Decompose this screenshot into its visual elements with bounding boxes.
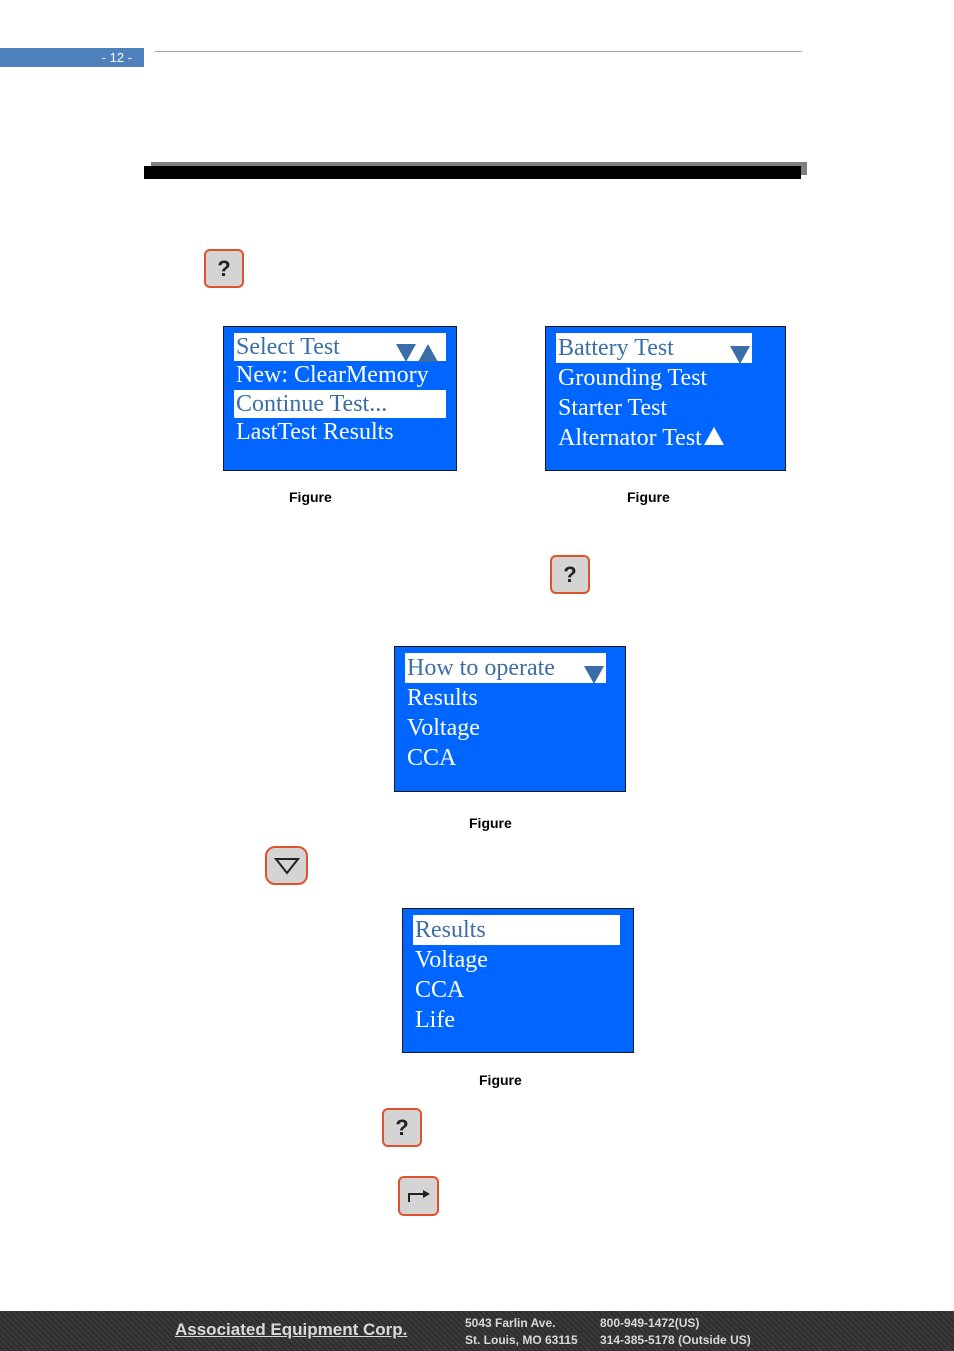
page-number: - 12 - bbox=[0, 48, 144, 67]
address-line: St. Louis, MO 63115 bbox=[465, 1333, 578, 1347]
lcd-row-text: Battery Test bbox=[558, 335, 674, 361]
lcd-row-text: Select Test bbox=[236, 334, 340, 360]
lcd-row: Life bbox=[415, 1007, 455, 1033]
phone-line: 800-949-1472(US) bbox=[600, 1316, 700, 1330]
lcd-test-menu: Battery Test Grounding Test Starter Test… bbox=[545, 326, 786, 471]
help-key-label: ? bbox=[395, 1114, 409, 1140]
scroll-down-icon bbox=[584, 659, 604, 689]
scroll-down-icon bbox=[730, 339, 750, 369]
lcd-row: Voltage bbox=[407, 715, 480, 741]
lcd-select-test: Select Test New: ClearMemory Continue Te… bbox=[223, 326, 457, 471]
lcd-row: CCA bbox=[407, 745, 457, 771]
lcd-help-menu-scrolled: Results Voltage CCA Life bbox=[402, 908, 634, 1053]
figure-caption: Figure bbox=[627, 489, 670, 505]
lcd-row: CCA bbox=[415, 977, 465, 1003]
lcd-help-menu: How to operate Results Voltage CCA bbox=[394, 646, 626, 792]
lcd-row-selected: Results bbox=[413, 915, 620, 945]
lcd-row-selected: How to operate bbox=[405, 653, 606, 685]
enter-key[interactable] bbox=[398, 1176, 439, 1216]
title-bar bbox=[144, 166, 801, 179]
company-name: Associated Equipment Corp. bbox=[175, 1320, 408, 1339]
lcd-row: Grounding Test bbox=[558, 365, 708, 391]
figure-caption: Figure bbox=[289, 489, 332, 505]
lcd-row-selected: Battery Test bbox=[556, 333, 752, 365]
address-line: 5043 Farlin Ave. bbox=[465, 1316, 556, 1330]
help-key[interactable]: ? bbox=[382, 1108, 422, 1147]
help-key-label: ? bbox=[217, 255, 231, 281]
help-key[interactable]: ? bbox=[550, 555, 590, 594]
company-phone: 800-949-1472(US) 314-385-5178 (Outside U… bbox=[600, 1315, 751, 1349]
header-rule bbox=[155, 51, 802, 52]
figure-caption: Figure bbox=[469, 815, 512, 831]
lcd-row: Results bbox=[407, 685, 478, 711]
down-key[interactable] bbox=[265, 846, 308, 885]
scroll-down-icon bbox=[396, 338, 416, 366]
lcd-row-selected: Continue Test... bbox=[234, 390, 446, 418]
lcd-row: LastTest Results bbox=[236, 419, 394, 445]
lcd-row-selected: Select Test bbox=[234, 333, 446, 363]
scroll-up-icon bbox=[703, 427, 724, 446]
lcd-row: New: ClearMemory bbox=[236, 362, 429, 388]
down-triangle-icon bbox=[273, 857, 300, 875]
figure-caption: Figure bbox=[479, 1072, 522, 1088]
help-key[interactable]: ? bbox=[204, 249, 244, 288]
lcd-row-text: Alternator Test bbox=[558, 425, 702, 451]
help-key-label: ? bbox=[563, 561, 577, 587]
lcd-row: Starter Test bbox=[558, 395, 668, 421]
lcd-row: Voltage bbox=[415, 947, 488, 973]
scroll-up-icon bbox=[418, 338, 438, 366]
company-address: 5043 Farlin Ave. St. Louis, MO 63115 bbox=[465, 1315, 578, 1349]
enter-arrow-icon bbox=[407, 1190, 430, 1202]
page-footer: Associated Equipment Corp. 5043 Farlin A… bbox=[0, 1311, 954, 1351]
lcd-row-text: How to operate bbox=[407, 655, 555, 681]
lcd-row: Alternator Test bbox=[558, 423, 775, 453]
phone-line: 314-385-5178 (Outside US) bbox=[600, 1333, 751, 1347]
